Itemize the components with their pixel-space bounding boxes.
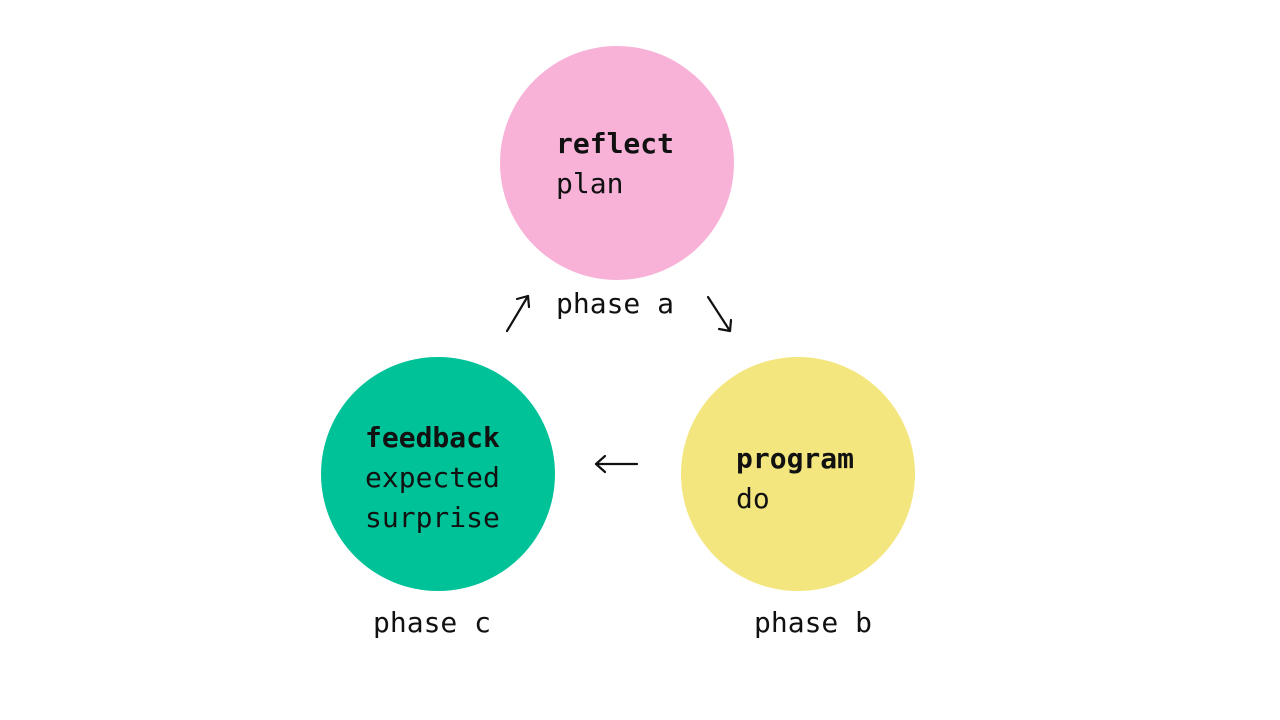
node-line-do: do (736, 482, 770, 515)
arrow-down-right-icon (706, 295, 733, 333)
node-title-reflect: reflect (556, 127, 675, 160)
phase-a-label: phase a (556, 287, 675, 320)
phase-b-circle (681, 357, 915, 591)
node-line-expected: expected (365, 461, 500, 494)
node-title-feedback: feedback (365, 421, 500, 454)
phase-b-label: phase b (754, 606, 873, 639)
phase-c-node-text: feedback expected surprise (365, 418, 500, 538)
node-line-surprise: surprise (365, 501, 500, 534)
phase-a-circle (500, 46, 734, 280)
phase-c-label: phase c (373, 606, 492, 639)
phase-b-node-text: program do (736, 439, 854, 519)
arrow-left-icon (594, 454, 639, 474)
phase-a-node-text: reflect plan (556, 124, 674, 204)
phase-c-circle (321, 357, 555, 591)
node-line-plan: plan (556, 167, 624, 200)
node-title-program: program (736, 442, 855, 475)
arrow-up-right-icon (505, 294, 531, 333)
